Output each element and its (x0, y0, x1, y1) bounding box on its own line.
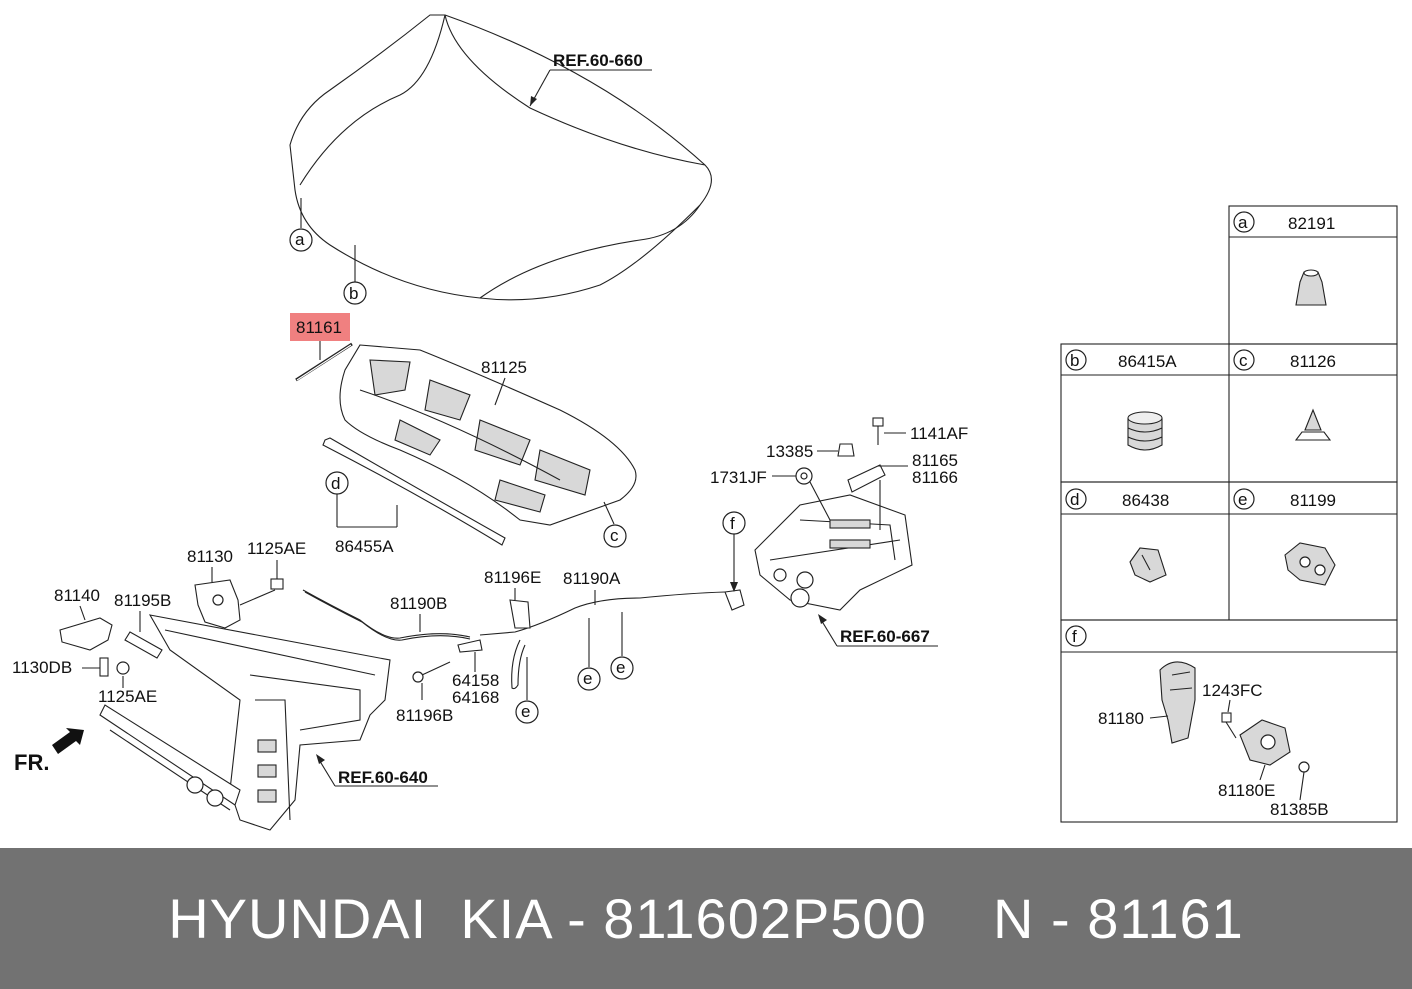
release-handle-icon (1159, 661, 1310, 773)
svg-text:b: b (349, 284, 358, 303)
svg-text:a: a (295, 230, 305, 249)
svg-text:c: c (1239, 351, 1248, 370)
svg-text:f: f (730, 514, 735, 533)
svg-text:1125AE: 1125AE (98, 687, 157, 706)
legend-e-part: 81199 (1290, 491, 1336, 510)
ref-hood-leader: REF.60-660 (529, 51, 652, 107)
svg-text:81196E: 81196E (484, 568, 541, 587)
svg-text:1141AF: 1141AF (910, 424, 968, 443)
callout-e-2: e (577, 618, 601, 691)
cylinder-bumper-icon (1127, 411, 1163, 451)
svg-text:c: c (610, 526, 619, 545)
legend-c-part: 81126 (1290, 352, 1336, 371)
svg-text:81190A: 81190A (563, 569, 621, 588)
legend-f-bracket: 81180E (1218, 781, 1275, 800)
ref-lock-area-label: REF.60-667 (840, 627, 930, 646)
ref-lock-area-leader: REF.60-667 (818, 614, 938, 647)
legend-table: a 82191 b 86415A c 81126 d 86 (1060, 205, 1398, 823)
legend-b-part: 86415A (1118, 352, 1177, 371)
bolt-81196B: 81196B (396, 661, 453, 725)
ref-front-frame-leader: REF.60-640 (316, 754, 438, 787)
svg-text:d: d (331, 474, 340, 493)
legend-d-part: 86438 (1122, 491, 1169, 510)
cone-clip-icon (1294, 408, 1332, 441)
ref-front-frame-label: REF.60-640 (338, 768, 428, 787)
latch-bracket-81140: 81140 81195B 1130DB 1125AE (12, 586, 171, 706)
bumper-stop-icon (1295, 269, 1327, 306)
svg-text:a: a (1238, 213, 1248, 232)
callout-a-hood: a (289, 198, 313, 252)
front-frame (99, 614, 391, 831)
hood-seal-86455A: d 86455A (322, 437, 506, 556)
retainer-clip-icon (1129, 547, 1167, 583)
legend-f-bolt: 1243FC (1202, 681, 1262, 700)
highlighted-part-label: 81161 (296, 318, 342, 337)
hood-panel (289, 14, 712, 301)
callout-c-insulator: c (603, 501, 627, 548)
label-81125: 81125 (481, 358, 527, 406)
lock-fasteners: 13385 1141AF 81165 81166 1731JF (710, 417, 968, 530)
cable-clip-icon (1284, 542, 1336, 586)
callout-f-cowl: f (722, 511, 746, 592)
svg-text:FR.: FR. (14, 750, 49, 775)
svg-text:f: f (1072, 627, 1077, 646)
callout-e-1: e (515, 657, 539, 724)
clip-64158-64168: 64158 64168 (452, 639, 499, 707)
footer-part-info: HYUNDAI KIA - 811602P500 N - 81161 (168, 887, 1244, 950)
svg-text:e: e (1238, 490, 1247, 509)
hood-strut-81161[interactable]: 81161 (290, 313, 353, 382)
svg-text:81190B: 81190B (390, 594, 447, 613)
svg-text:81165: 81165 (912, 451, 958, 470)
svg-text:e: e (616, 658, 625, 677)
svg-text:81195B: 81195B (114, 591, 171, 610)
footer-part-number: 811602P500 (603, 887, 927, 950)
hood-latch-81130: 81130 1125AE (187, 539, 306, 629)
hood-parts-diagram: REF.60-660 a b 81161 81125 c (12, 14, 1398, 831)
front-direction-indicator: FR. (14, 728, 84, 775)
svg-text:81125: 81125 (481, 358, 527, 377)
svg-text:e: e (521, 702, 530, 721)
svg-text:86455A: 86455A (335, 537, 394, 556)
svg-text:e: e (583, 669, 592, 688)
svg-text:81130: 81130 (187, 547, 233, 566)
svg-text:81166: 81166 (912, 468, 958, 487)
footer-code: N - 81161 (993, 887, 1244, 950)
ref-hood-label: REF.60-660 (553, 51, 643, 70)
svg-text:1130DB: 1130DB (12, 658, 72, 677)
callout-b-hood: b (343, 245, 367, 305)
svg-text:81196B: 81196B (396, 706, 453, 725)
cowl-lock-area (724, 494, 913, 611)
release-cable-81190A: 81190A (479, 569, 726, 690)
svg-text:64168: 64168 (452, 688, 499, 707)
svg-text:1731JF: 1731JF (710, 468, 767, 487)
highlight-box (290, 313, 350, 341)
footer-bar: HYUNDAI KIA - 811602P500 N - 81161 (0, 848, 1412, 989)
svg-text:81140: 81140 (54, 586, 100, 605)
footer-brand: HYUNDAI KIA (168, 887, 551, 950)
legend-a-part: 82191 (1288, 214, 1335, 233)
svg-text:13385: 13385 (766, 442, 813, 461)
hood-insulator (339, 344, 637, 526)
legend-f-nut: 81385B (1270, 800, 1329, 819)
legend-f-handle: 81180 (1098, 709, 1144, 728)
bracket-81196E: 81196E (484, 568, 541, 629)
svg-text:b: b (1070, 351, 1079, 370)
svg-text:d: d (1070, 490, 1079, 509)
svg-text:64158: 64158 (452, 671, 499, 690)
svg-text:1125AE: 1125AE (247, 539, 306, 558)
callout-e-3: e (610, 612, 634, 680)
release-cable-81190B: 81190B (302, 589, 471, 641)
